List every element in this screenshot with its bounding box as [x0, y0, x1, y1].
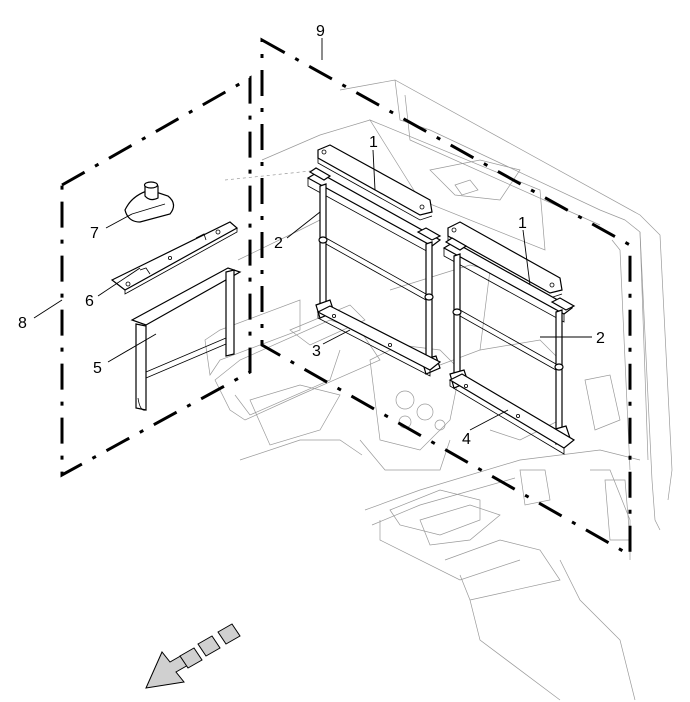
- forward-arrow-icon: [145, 623, 241, 689]
- leader-lines: [33, 38, 592, 431]
- part-1-crossbar-left: [317, 144, 433, 221]
- group-boundary-8: [60, 75, 252, 478]
- cab-outline: [204, 79, 673, 701]
- callout-7: 7: [90, 225, 99, 242]
- callout-5: 5: [93, 360, 102, 377]
- group-boundary-9: [260, 37, 632, 558]
- callout-6: 6: [85, 293, 94, 310]
- callout-labels: 9 1 1 2 2 3 4 5 6 7 8: [18, 23, 605, 448]
- part-5-frame: [130, 267, 242, 411]
- callout-1-right: 1: [518, 215, 527, 232]
- part-2-frame-left: [306, 167, 442, 375]
- part-4-rail: [448, 373, 576, 455]
- callout-8: 8: [18, 315, 27, 332]
- part-6-plate: [110, 221, 239, 295]
- part-3-rail: [316, 305, 442, 377]
- part-1-crossbar-right: [447, 221, 563, 299]
- callout-9: 9: [316, 23, 325, 40]
- part-7-handle: [124, 181, 175, 223]
- callout-3: 3: [312, 343, 321, 360]
- callout-2-right: 2: [596, 330, 605, 347]
- callout-2-left: 2: [274, 235, 283, 252]
- callout-1-left: 1: [369, 134, 378, 151]
- callout-4: 4: [462, 431, 471, 448]
